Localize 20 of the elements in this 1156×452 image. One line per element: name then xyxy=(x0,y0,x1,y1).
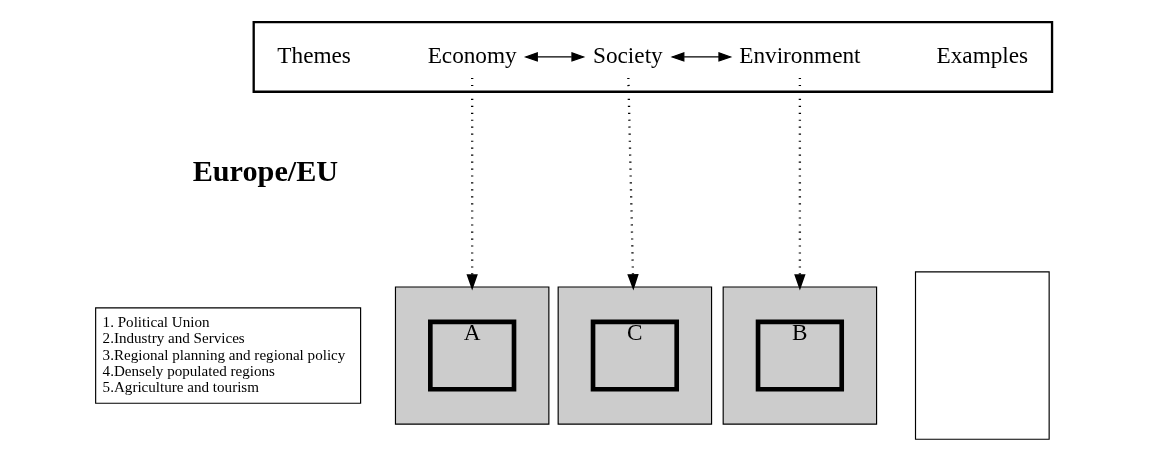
node-box: A xyxy=(427,319,516,392)
node-text: Society xyxy=(592,41,663,68)
arrow xyxy=(669,52,732,62)
node-text: Environment xyxy=(738,41,861,68)
node-box: 1. Political Union 2.Industry and Services 3.Regional planning and regional policy 4.Densely populated regions 5.Agriculture and tourism xyxy=(94,307,361,404)
arrow xyxy=(465,78,478,291)
cluster xyxy=(394,286,549,425)
cluster xyxy=(252,20,1053,93)
arrow xyxy=(626,77,639,291)
cluster xyxy=(722,286,877,425)
arrow xyxy=(523,52,585,62)
arrow xyxy=(793,78,806,291)
node-text: Economy xyxy=(427,41,517,68)
label: Europe/EU xyxy=(192,154,338,189)
node-text: Examples xyxy=(936,41,1028,68)
node-box xyxy=(914,271,1050,440)
node-text: Themes xyxy=(276,41,351,68)
cluster xyxy=(557,286,712,425)
node-box: B xyxy=(755,319,844,392)
node-box: C xyxy=(590,319,679,392)
